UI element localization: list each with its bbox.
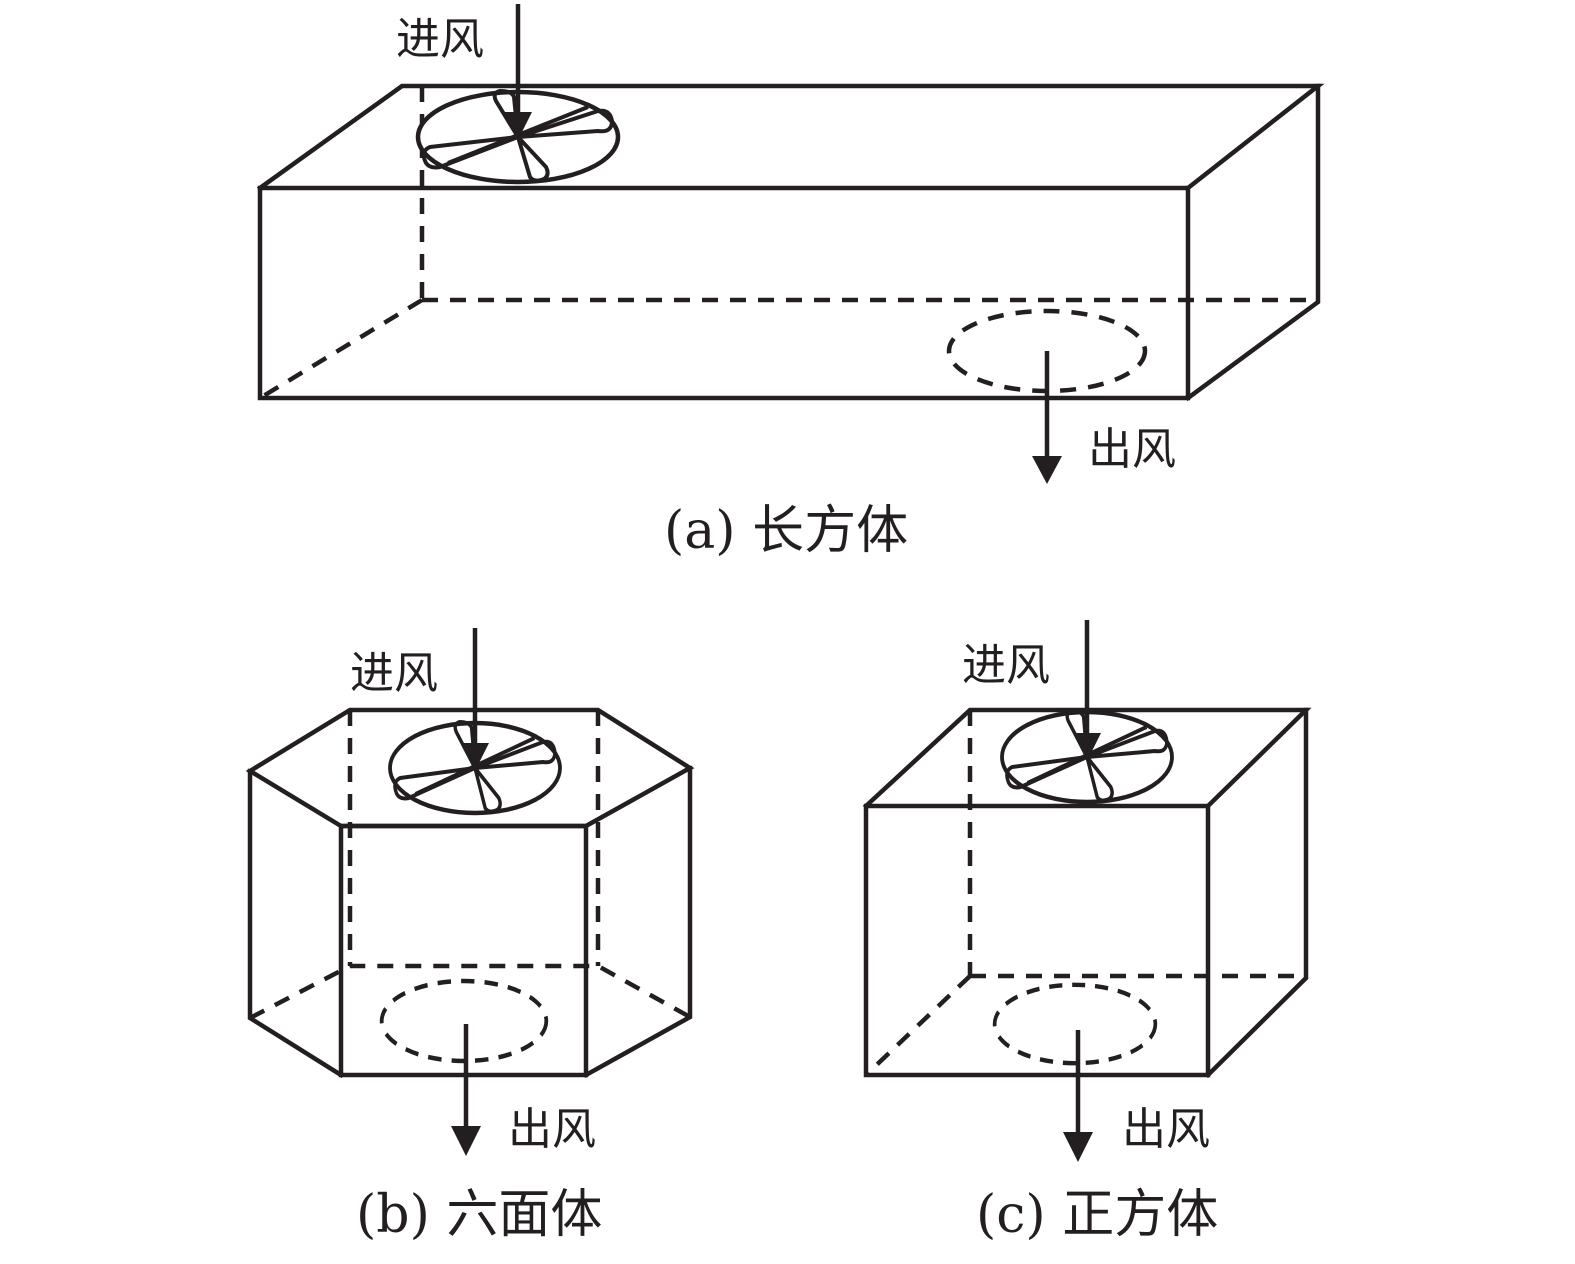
panel-a-cuboid: 进风 出风 (a) 长方体 bbox=[256, 4, 1325, 561]
inlet-label: 进风 bbox=[350, 648, 438, 699]
inlet-arrowhead bbox=[1073, 733, 1101, 761]
outlet-label: 出风 bbox=[508, 1104, 596, 1155]
hidden-edge bbox=[258, 298, 424, 400]
inlet-arrowhead bbox=[504, 112, 532, 140]
panel-b-hexagonal-prism: 进风 出风 (b) 六面体 bbox=[245, 628, 695, 1245]
dashed-vent-icon bbox=[995, 985, 1156, 1063]
top-face-edges bbox=[256, 83, 1325, 192]
outlet-label: 出风 bbox=[1122, 1104, 1210, 1155]
inlet-arrowhead bbox=[461, 743, 489, 771]
caption-c: (c) 正方体 bbox=[976, 1185, 1218, 1245]
right-face-edges bbox=[582, 765, 693, 1079]
inlet-label: 进风 bbox=[962, 640, 1050, 691]
left-face-edges bbox=[247, 768, 345, 1079]
caption-b: (b) 六面体 bbox=[356, 1185, 602, 1245]
front-face bbox=[338, 823, 589, 1078]
front-face bbox=[863, 803, 1211, 1078]
outlet-arrowhead bbox=[1032, 456, 1062, 484]
hidden-edge bbox=[248, 963, 692, 1020]
top-face-edges bbox=[862, 707, 1312, 810]
side-face-edges bbox=[1204, 707, 1309, 1079]
side-face-edges bbox=[1184, 83, 1321, 402]
caption-a: (a) 长方体 bbox=[664, 501, 908, 561]
panel-c-cube: 进风 出风 (c) 正方体 bbox=[862, 620, 1312, 1245]
hidden-edge bbox=[864, 974, 972, 1077]
outlet-arrowhead bbox=[451, 1126, 481, 1156]
inlet-label: 进风 bbox=[396, 14, 484, 65]
outlet-arrowhead bbox=[1063, 1132, 1093, 1162]
outlet-label: 出风 bbox=[1088, 424, 1176, 475]
